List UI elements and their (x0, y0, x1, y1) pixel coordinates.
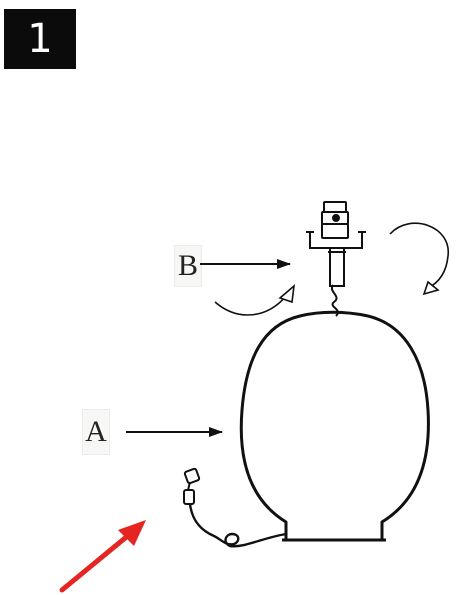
threaded-rod-icon (330, 284, 339, 317)
part-a-letter: A (85, 415, 107, 448)
part-a-label: A (82, 409, 110, 455)
part-b-label: B (174, 245, 202, 287)
pointer-arrow-icon (59, 520, 146, 593)
power-plug-icon (183, 467, 287, 548)
socket-harp-assembly-icon (306, 201, 366, 287)
step-number: 1 (27, 16, 53, 62)
lamp-base-icon (239, 310, 430, 542)
step-number-badge: 1 (4, 9, 76, 69)
rotate-arrow-icon (389, 222, 449, 296)
swoop-arrow-icon (214, 284, 296, 316)
part-b-letter: B (177, 249, 198, 282)
